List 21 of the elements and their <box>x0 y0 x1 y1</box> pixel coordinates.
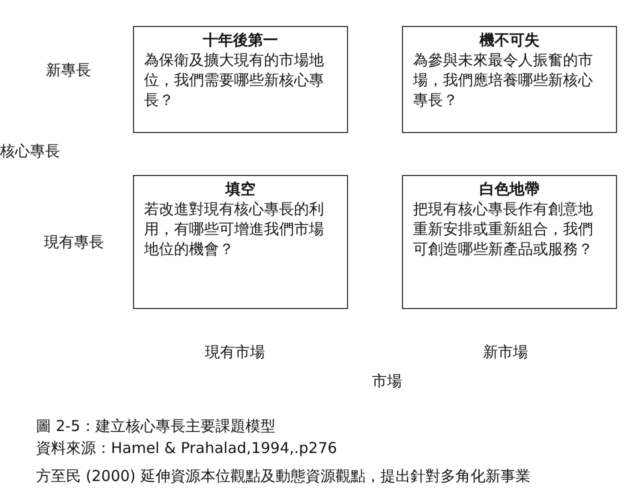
axis-tick-label: 新專長 <box>46 61 91 80</box>
quadrant-title: 白色地帶 <box>478 180 540 199</box>
quadrant-box <box>133 26 348 133</box>
source-note: 資料來源：Hamel & Prahalad,1994,.p276 <box>36 439 338 458</box>
axis-title: 核心專長 <box>0 142 60 161</box>
body-paragraph: 方至民 (2000) 延伸資源本位觀點及動態資源觀點，提出針對多角化新事業 <box>36 467 530 486</box>
quadrant-title: 十年後第一 <box>202 31 279 50</box>
quadrant-title: 機不可失 <box>478 31 540 50</box>
figure-caption: 圖 2-5：建立核心專長主要課題模型 <box>36 417 276 436</box>
axis-title: 市場 <box>372 372 402 391</box>
quadrant-question: 為保衛及擴大現有的市場地位，我們需要哪些新核心專長？ <box>144 50 325 110</box>
quadrant-box <box>133 175 348 309</box>
quadrant-box <box>402 175 617 309</box>
quadrant-question: 若改進對現有核心專長的利用，有哪些可增進我們市場地位的機會？ <box>144 199 325 259</box>
axis-tick-label: 現有專長 <box>44 233 104 252</box>
quadrant-box <box>402 26 617 133</box>
axis-tick-label: 新市場 <box>483 343 528 362</box>
quadrant-title: 填空 <box>224 180 256 199</box>
quadrant-question: 為參與未來最令人振奮的市場，我們應培養哪些新核心專長？ <box>413 50 594 110</box>
quadrant-question: 把現有核心專長作有創意地重新安排或重新組合，我們可創造哪些新產品或服務？ <box>413 199 594 259</box>
axis-tick-label: 現有市場 <box>205 343 265 362</box>
